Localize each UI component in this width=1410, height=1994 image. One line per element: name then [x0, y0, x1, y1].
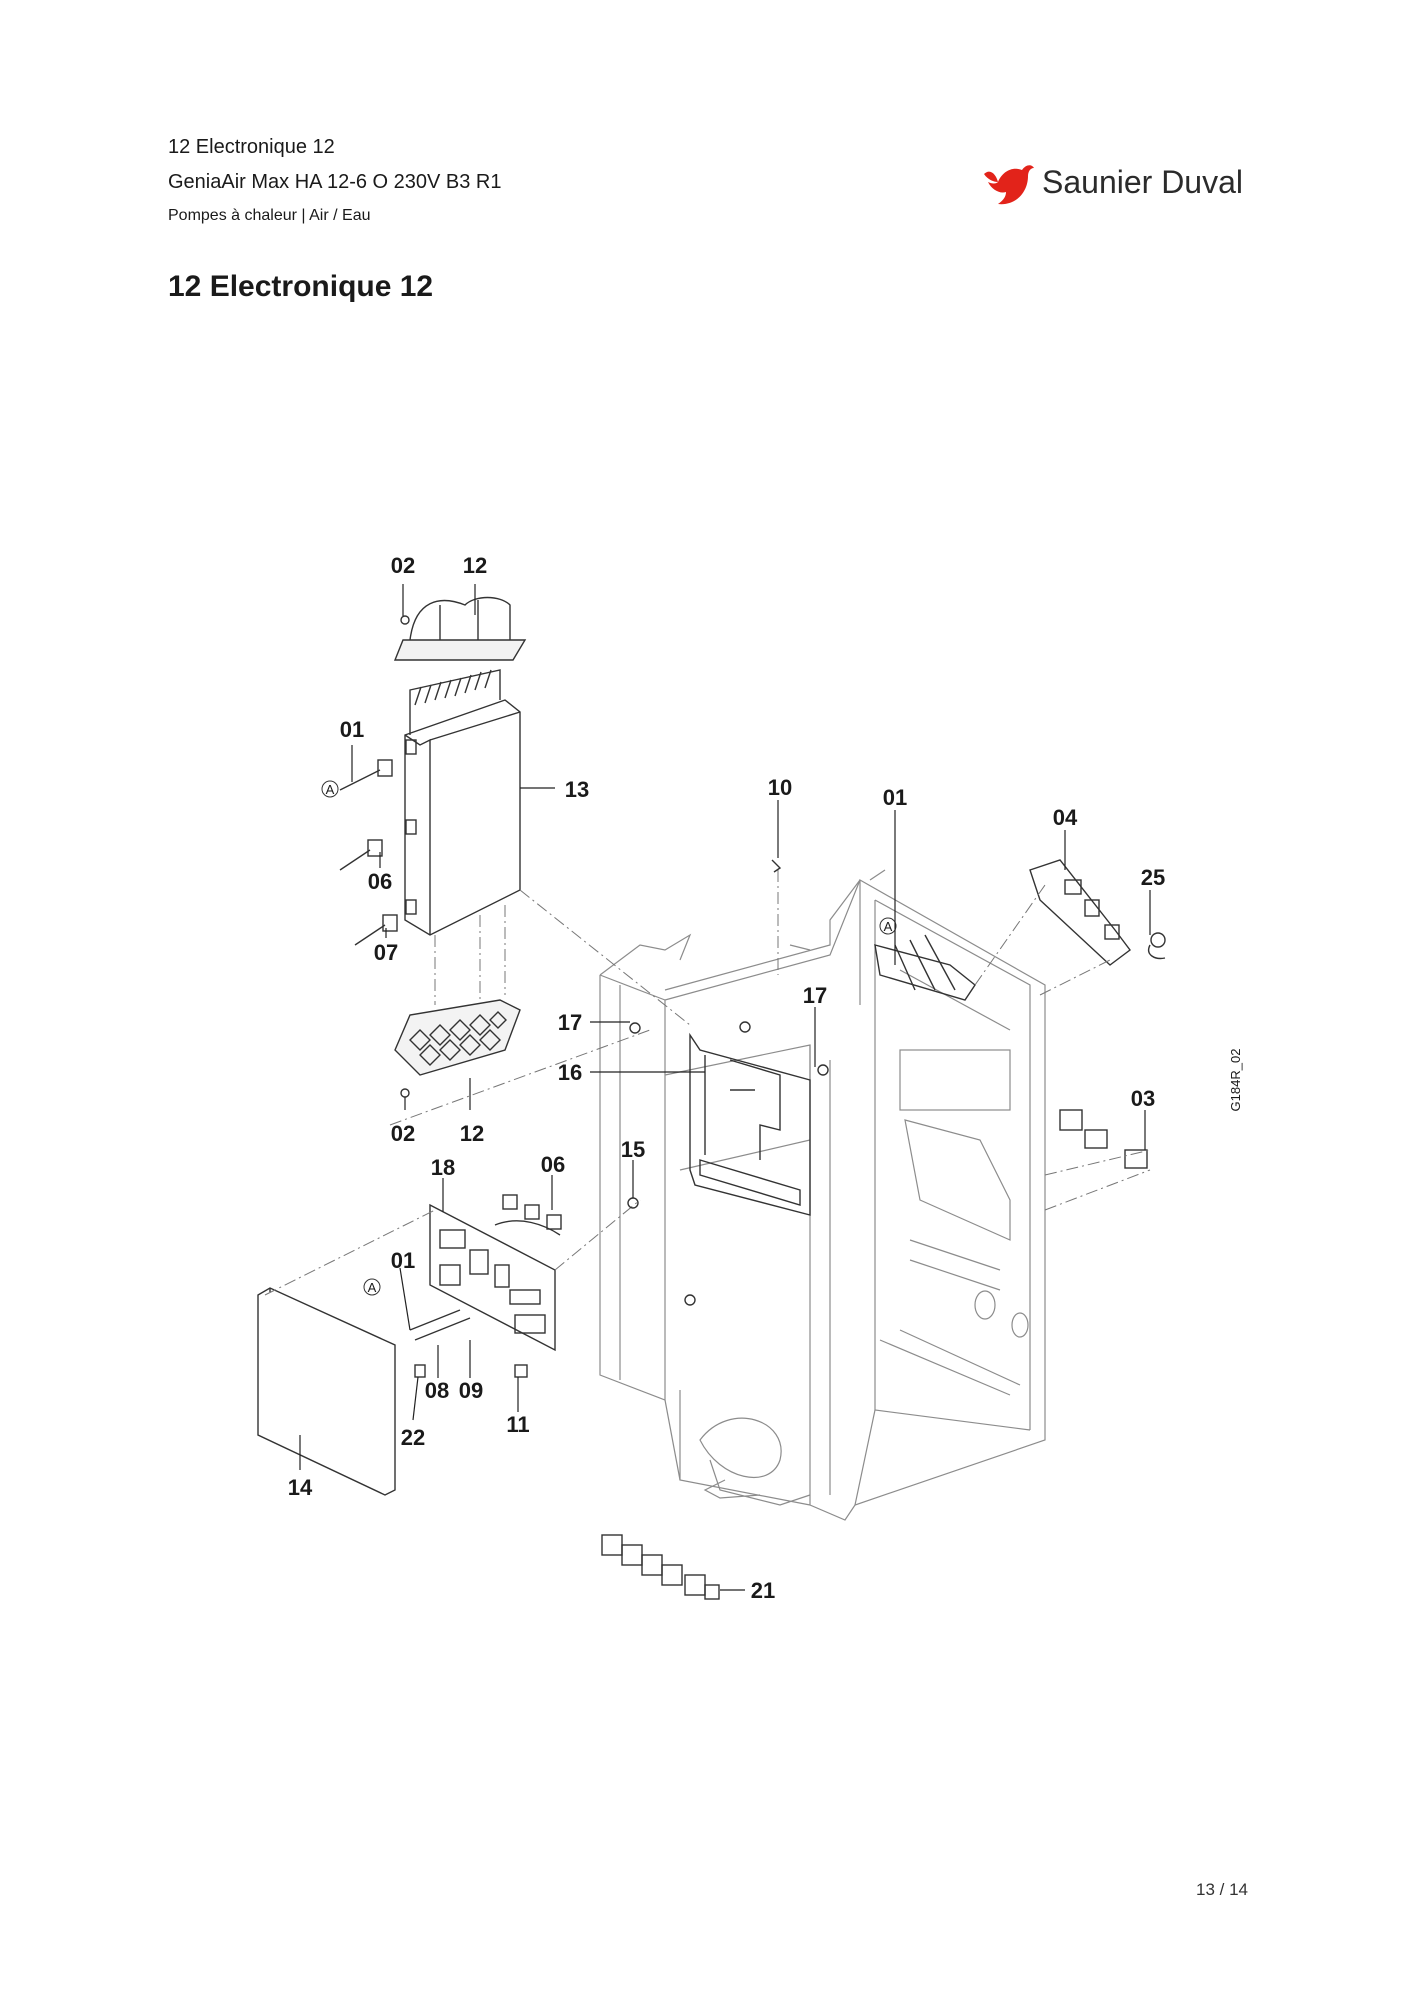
brand-name: Saunier Duval: [1042, 164, 1243, 200]
bird-icon: [984, 165, 1034, 205]
header-line-3: Pompes à chaleur | Air / Eau: [168, 207, 371, 224]
callout-01-pcb: 01: [391, 1248, 415, 1273]
part-03-brackets: [1059, 1109, 1148, 1169]
unit-frame: [599, 869, 1046, 1521]
part-06-harness: [494, 1194, 562, 1236]
callout-12-top: 12: [463, 553, 487, 578]
cables-left: A: [321, 759, 398, 946]
callout-18: 18: [431, 1155, 455, 1180]
callout-02-top: 02: [391, 553, 415, 578]
callout-12-bottom: 12: [460, 1121, 484, 1146]
callout-06-left: 06: [368, 869, 392, 894]
callout-22: 22: [401, 1425, 425, 1450]
part-16-mount: [689, 1032, 811, 1216]
callout-15: 15: [621, 1137, 645, 1162]
callout-17-left: 17: [558, 1010, 582, 1035]
callout-09: 09: [459, 1378, 483, 1403]
part-14-front-cover: [257, 1287, 396, 1496]
callout-10: 10: [768, 775, 792, 800]
callout-01-left: 01: [340, 717, 364, 742]
page-title: 12 Electronique 12: [168, 270, 434, 303]
drawing-code: G184R_02: [1228, 1049, 1243, 1112]
connector-marker-a-3: A: [884, 919, 893, 934]
leader-lines: [299, 584, 1151, 1591]
callout-14: 14: [288, 1475, 313, 1500]
callout-07: 07: [374, 940, 398, 965]
assembly-lines: [264, 870, 1151, 1296]
part-13-control-box: [393, 596, 527, 936]
callout-17-right: 17: [803, 983, 827, 1008]
callout-21: 21: [751, 1578, 775, 1603]
part-04-pcb: [1029, 859, 1131, 966]
callout-13: 13: [565, 777, 589, 802]
callout-04: 04: [1053, 805, 1078, 830]
small-parts-08-09-11-22: [414, 1364, 528, 1378]
page-number: 13 / 14: [1196, 1880, 1248, 1899]
part-25-sensor: [1148, 932, 1166, 960]
header-line-2: GeniaAir Max HA 12-6 O 230V B3 R1: [168, 171, 502, 193]
connector-marker-a-1: A: [326, 782, 335, 797]
fasteners: [400, 615, 829, 1306]
callout-06-mid: 06: [541, 1152, 565, 1177]
part-12-lower-cover: [394, 999, 521, 1076]
brand-logo: Saunier Duval: [982, 160, 1272, 210]
part-21-terminal-strip: [601, 1534, 720, 1600]
callout-11: 11: [506, 1412, 529, 1437]
header-line-1: 12 Electronique 12: [168, 136, 335, 158]
part-01-right-cable: A: [874, 917, 976, 1001]
callout-16: 16: [558, 1060, 582, 1085]
callout-01-right: 01: [883, 785, 907, 810]
callout-labels: 02 12 01 13 06 07 10 01 04 25 17 17 16 0…: [288, 553, 1165, 1603]
callout-03: 03: [1131, 1086, 1155, 1111]
callout-08: 08: [425, 1378, 449, 1403]
callout-02-bottom: 02: [391, 1121, 415, 1146]
connector-marker-a-2: A: [368, 1280, 377, 1295]
part-18-pcb: A: [363, 1203, 556, 1352]
callout-25: 25: [1141, 865, 1165, 890]
